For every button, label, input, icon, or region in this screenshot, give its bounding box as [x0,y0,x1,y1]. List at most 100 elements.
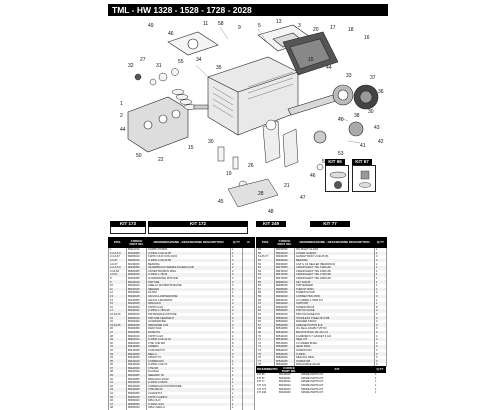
table-cell [242,323,255,328]
table-cell: 3 [374,312,387,317]
callout-number: 53 [338,151,344,157]
column-header: KIT [300,366,374,373]
table-cell: 1 [375,380,377,384]
callout-number: 48 [268,209,274,215]
kit-65-label: KIT 65 [325,159,345,165]
table-cell [242,373,255,378]
callout-number: 36 [378,89,384,95]
column-header: CODICE PART NO. [274,237,295,248]
table-cell: 1 [374,251,387,256]
table-cell: 3 [374,345,387,349]
kit-77-label: KIT 77 [310,221,350,227]
callout-number: 50 [136,153,142,159]
table-cell: 1 [375,387,377,391]
table-cell: 80440020 [279,373,291,377]
table-cell [242,366,255,371]
table-cell [242,384,255,389]
kit-67-label: KIT 67 [352,159,372,165]
table-cell [242,337,255,342]
table-cell: 3 [374,309,387,313]
callout-number: 15 [188,145,194,151]
callout-number: 58 [218,21,224,27]
table-cell: 1 [375,373,377,377]
table-cell: 8 [374,305,387,310]
table-cell: 80440023 [279,384,291,388]
pump-head-drawing [127,96,189,153]
table-cell [242,247,255,252]
table-cell [242,276,255,281]
table-cell: 3 [374,341,387,346]
callout-number: 17 [330,25,336,31]
callout-number: 41 [360,143,366,149]
table-cell: 3 [374,363,387,367]
table-cell: KIT 249 [257,391,267,395]
side-cover-drawing [282,31,339,76]
table-cell: 1 [374,280,387,284]
table-cell [242,355,255,360]
connecting-rods-drawing [262,119,299,168]
table-cell [242,265,255,270]
table-cell: 80440022 [279,380,291,384]
table-cell [242,255,255,259]
column-header: POS. [108,237,127,248]
parts-table-left: POS.CODICE PART NO.DENOMINAZIONE - DESCR… [108,237,255,410]
table-cell [242,309,255,313]
table-cell [242,251,255,256]
table-cell [242,280,255,284]
callout-number: 43 [374,125,380,131]
table-cell [242,352,255,356]
kit-172-label: KIT 172 [148,221,248,227]
table-cell [242,370,255,374]
table-cell [242,258,255,263]
callout-number: 31 [156,63,162,69]
kit-173-label: KIT 173 [110,221,146,227]
table-cell: SPARE PARTS KIT [301,373,324,377]
callout-number: 28 [258,191,264,197]
table-cell: 1 [375,384,377,388]
table-cell [242,341,255,346]
table-cell: 3 [374,352,387,356]
callout-number: 46 [310,173,316,179]
callout-number: 35 [216,65,222,71]
callout-number: 37 [370,75,376,81]
table-cell [242,294,255,299]
callout-number: 2 [120,113,123,119]
table-cell: 3 [374,348,387,353]
kit-65-drawing [329,171,347,189]
column-header: CODICE PART NO. [278,366,300,373]
table-cell [242,291,255,295]
callout-number: 5 [258,23,261,29]
column-header: RIFERIMENTO [256,366,278,373]
callout-number: 27 [140,57,146,63]
table-cell: KIT 173 [257,387,267,391]
